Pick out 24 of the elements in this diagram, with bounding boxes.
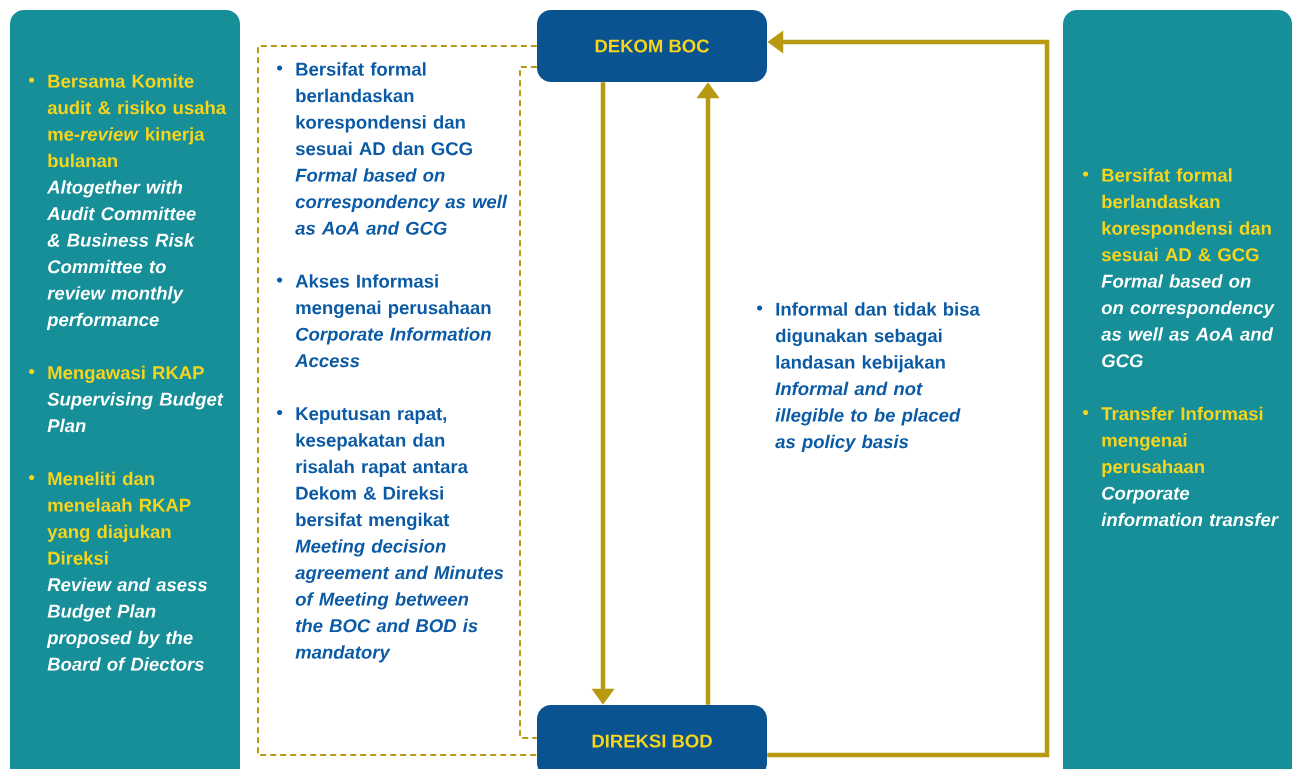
translation-text: Altogether with Audit Committee & Business Risk Committee to review monthly performance [46, 180, 196, 330]
side-panel [1063, 10, 1292, 769]
role-box: DIREKSI BOD [537, 705, 767, 769]
translation-text: Formal based on correspondency as well as AoA and GCG [295, 168, 508, 235]
translation-text: Supervising Budget Plan [47, 392, 224, 433]
bullet-text: Akses Informasi mengenai perusahaan [295, 274, 491, 319]
bullet-text: Meneliti dan menelaah RKAP yang diajukan Direksi [47, 471, 191, 565]
translation-text: Formal based on on correspondency as well as AoA and GCG [1101, 274, 1275, 368]
translation-text: Corporate information transfer [1101, 486, 1279, 527]
role-box: DEKOM BOC [537, 10, 767, 82]
bullet-text: Informal dan tidak bisa digunakan sebagai landasan kebijakan [775, 302, 980, 373]
side-panel [10, 10, 240, 769]
bullet-text: Bersama Komite audit & risiko usaha me-review kinerja bulanan [47, 74, 227, 168]
bullet-text: Keputusan rapat, kesepakatan dan risalah rapat antara Dekom & Direksi bersifat mengikat [296, 407, 469, 531]
bullet-text: Mengawasi RKAP [48, 365, 204, 384]
bullet-text: Bersifat formal berlandaskan korespondensi dan sesuai AD dan GCG [295, 62, 472, 156]
translation-text: Informal and not illegible to be placed as policy basis [775, 381, 961, 452]
translation-text: Review and asess Budget Plan proposed by the Board of Diectors [46, 577, 207, 671]
translation-text: Corporate Information Access [294, 327, 491, 368]
translation-text: Meeting decision agreement and Minutes of Meeting between the BOC and BOD is mandatory [295, 539, 504, 663]
connector-line [257, 45, 538, 756]
bullet-text: Transfer Informasi mengenai perusahaan [1101, 406, 1263, 477]
bullet-text: Bersifat formal berlandaskan korespondensi dan sesuai AD & GCG [1101, 168, 1271, 262]
connector-line [519, 66, 538, 739]
